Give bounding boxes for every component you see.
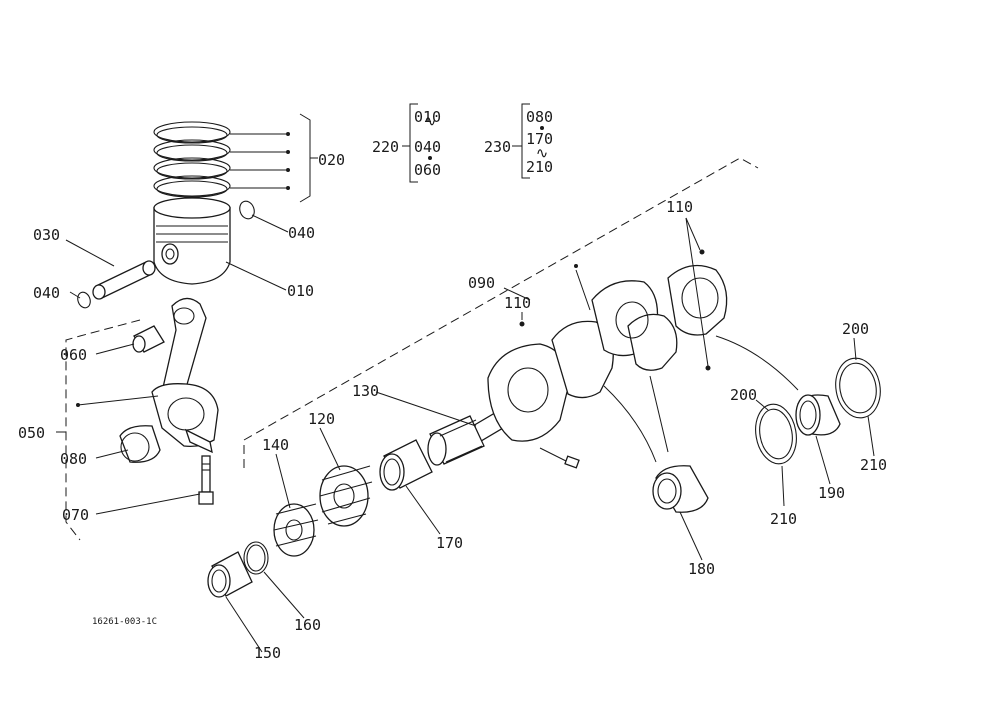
callout-090: 090 [468, 274, 495, 292]
callout-030: 030 [33, 226, 60, 244]
gear-140 [273, 503, 319, 557]
callout-070: 070 [62, 506, 89, 524]
svg-text:∿: ∿ [536, 144, 549, 162]
crank-gear-sleeve [427, 415, 485, 466]
main-bearing-190 [795, 394, 841, 436]
crankshaft [465, 264, 728, 469]
svg-text:∿: ∿ [424, 112, 437, 130]
callout-210-left: 210 [770, 510, 797, 528]
kit-230-item-3: 210 [526, 158, 553, 176]
callout-040-left: 040 [33, 284, 60, 302]
small-end-bushing [132, 325, 165, 353]
callout-140: 140 [262, 436, 289, 454]
callout-010: 010 [287, 282, 314, 300]
crankshaft-dashed-bracket [243, 157, 759, 468]
piston-pin [92, 260, 156, 300]
callout-040-right: 040 [288, 224, 315, 242]
callout-200-left: 200 [730, 386, 757, 404]
callout-200-right: 200 [842, 320, 869, 338]
kit-220-id: 220 [372, 138, 399, 156]
kit-230-bracket: ∿ [512, 103, 549, 179]
rod-assembly-bracket [56, 319, 159, 541]
thrust-bearing-170 [379, 439, 433, 491]
thrust-washer-200-left [755, 403, 797, 465]
callout-130: 130 [352, 382, 379, 400]
callout-060: 060 [60, 346, 87, 364]
kit-220-item-3: 060 [414, 161, 441, 179]
callout-120: 120 [308, 410, 335, 428]
kit-220-item-1: 010 [414, 108, 441, 126]
circlip-right [239, 200, 255, 220]
drawing-number: 16261-003-1C [92, 617, 157, 627]
main-bearing-180 [652, 465, 709, 513]
thrust-washer-200-right [835, 357, 881, 419]
callout-160: 160 [294, 616, 321, 634]
crank-leaders [225, 217, 875, 653]
callout-170: 170 [436, 534, 463, 552]
kit-230-id: 230 [484, 138, 511, 156]
kit-220-bracket: ∿ [402, 103, 437, 183]
kit-230-item-1: 080 [526, 108, 553, 126]
callout-150: 150 [254, 644, 281, 662]
callout-080: 080 [60, 450, 87, 468]
seal-ring-160 [243, 541, 269, 575]
rod-bolt [198, 455, 214, 505]
piston [153, 197, 231, 285]
crank-gear-120 [319, 465, 373, 527]
callout-190: 190 [818, 484, 845, 502]
kit-220-item-2: 040 [414, 138, 441, 156]
ring-leaders [230, 113, 318, 203]
piston-leaders [65, 214, 289, 515]
connecting-rod [151, 297, 219, 454]
callout-180: 180 [688, 560, 715, 578]
piston-rings [153, 121, 231, 198]
big-end-bearing [119, 425, 161, 463]
callout-110-mid: 110 [504, 294, 531, 312]
collar-150 [207, 551, 253, 598]
kit-230-item-2: 170 [526, 130, 553, 148]
callout-050: 050 [18, 424, 45, 442]
callout-210-right: 210 [860, 456, 887, 474]
callout-110-top: 110 [666, 198, 693, 216]
circlip-left [77, 291, 91, 309]
callout-020: 020 [318, 151, 345, 169]
